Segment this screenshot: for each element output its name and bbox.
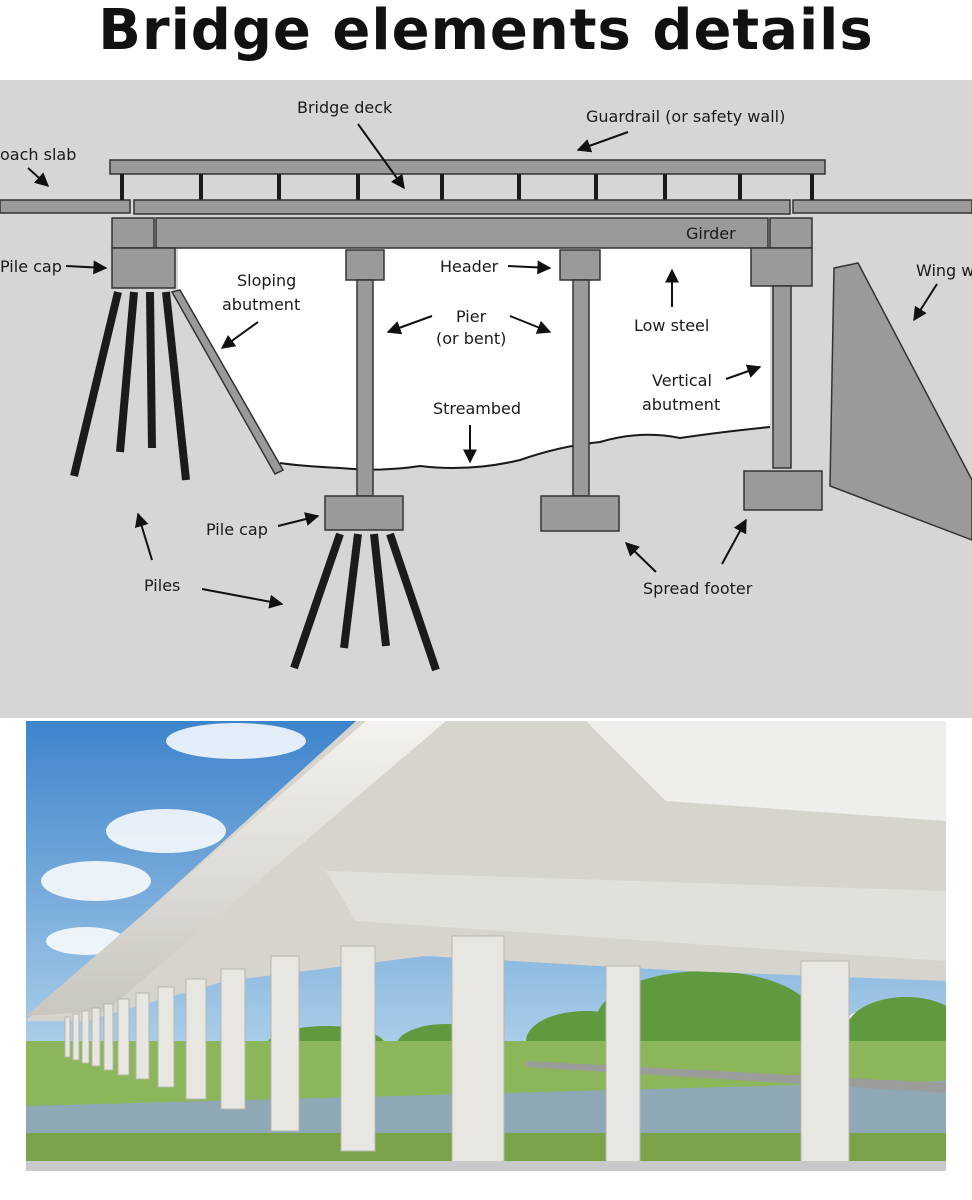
- pier-2: [572, 279, 590, 497]
- spread-footer-2: [743, 470, 823, 511]
- label-pier-line2: (or bent): [436, 329, 506, 348]
- label-bridge-deck: Bridge deck: [297, 98, 393, 117]
- header-cap-2: [559, 249, 601, 281]
- streambed-line: [279, 426, 771, 471]
- bridge-diagram: Bridge deck Guardrail (or safety wall) o…: [0, 80, 972, 718]
- label-wing-wall: Wing w: [916, 261, 972, 280]
- approach-slab-right: [792, 199, 972, 214]
- piles-center: [290, 532, 440, 672]
- spread-footer-1: [540, 495, 620, 532]
- label-vertical-abutment-line1: Vertical: [652, 371, 712, 390]
- approach-slab-left: [0, 199, 131, 214]
- girder: [155, 217, 769, 249]
- callout-arrows: [27, 123, 938, 609]
- bridge-deck: [133, 199, 791, 215]
- header-cap-1: [345, 249, 385, 281]
- bridge-cap-beam: [586, 721, 946, 821]
- label-pier-line1: Pier: [456, 307, 487, 326]
- label-girder: Girder: [686, 224, 736, 243]
- water-channel: [178, 248, 770, 470]
- label-pile-cap-left: Pile cap: [0, 257, 62, 276]
- bridge-deck-edge: [26, 721, 446, 1016]
- sloping-abutment: [170, 289, 285, 475]
- pile-cap-left: [111, 247, 176, 289]
- guardrail-posts: [120, 174, 814, 200]
- label-streambed: Streambed: [433, 399, 521, 418]
- piles-left: [70, 291, 190, 481]
- bridge-beam: [326, 871, 946, 961]
- label-approach-slab: oach slab: [0, 145, 76, 164]
- label-low-steel: Low steel: [634, 316, 709, 335]
- guardrail-rail: [109, 159, 826, 175]
- pile-cap-center: [324, 495, 404, 531]
- foreground-guardrail: [26, 1161, 946, 1171]
- label-pile-cap-center: Pile cap: [206, 520, 268, 539]
- label-sloping-abutment-line1: Sloping: [237, 271, 296, 290]
- girder-end-left: [111, 217, 155, 249]
- girder-end-right: [769, 217, 813, 249]
- header-cap-3: [750, 247, 813, 287]
- label-vertical-abutment-line2: abutment: [642, 395, 720, 414]
- label-spread-footer: Spread footer: [643, 579, 753, 598]
- vertical-abutment-column: [772, 285, 792, 469]
- label-guardrail: Guardrail (or safety wall): [586, 107, 785, 126]
- label-sloping-abutment-line2: abutment: [222, 295, 300, 314]
- bridge-columns: [64, 935, 850, 1171]
- wing-wall: [829, 262, 972, 541]
- pier-1: [356, 279, 374, 497]
- label-header: Header: [440, 257, 499, 276]
- bridge-photo: [26, 721, 946, 1171]
- page-title: Bridge elements details: [98, 0, 874, 63]
- label-piles: Piles: [144, 576, 180, 595]
